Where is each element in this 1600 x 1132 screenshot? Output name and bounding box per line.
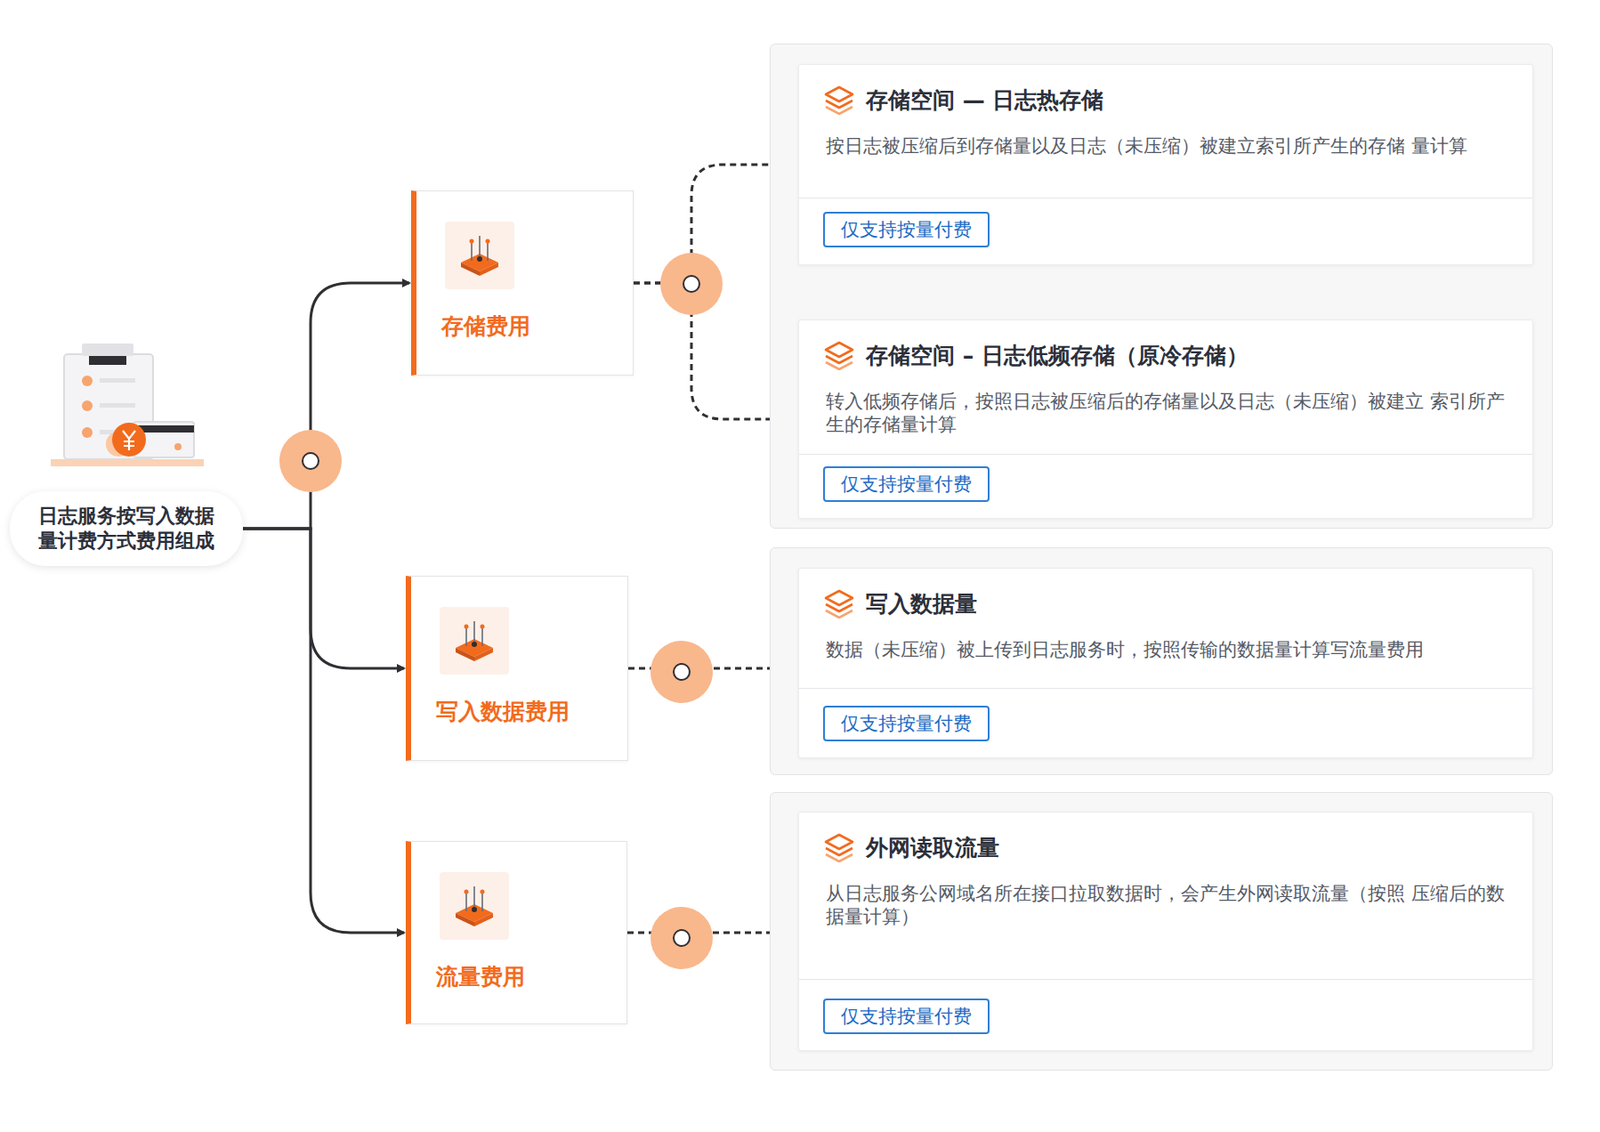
category-title: 存储费用 [441,311,531,341]
category-box: 存储费用 [411,190,634,376]
badge-text: 仅支持按量付费 [840,711,972,736]
fee-card: 存储空间 — 日志热存储按日志被压缩后到存储量以及日志（未压缩）被建立索引所产生… [798,64,1534,266]
category-box: 写入数据费用 [405,575,629,761]
connector [242,282,410,529]
card-heading: 存储空间 — 日志热存储 [823,84,1104,115]
heading-text: 存储空间 – 日志低频存储（原冷存储） [865,340,1249,371]
billing-badge: 仅支持按量付费 [823,211,990,248]
layers-icon [823,832,856,863]
fee-card: 写入数据量数据（未压缩）被上传到日志服务时，按照传输的数据量计算写流量费用仅支持… [798,567,1534,759]
card-heading: 写入数据量 [823,588,978,619]
divider-line [799,197,1533,199]
root-text: 日志服务按写入数据 量计费方式费用组成 [29,503,224,554]
billing-badge: 仅支持按量付费 [823,998,990,1035]
card-body: 转入低频存储后，按照日志被压缩后的存储量以及日志（未压缩）被建立 索引所产生的存… [825,389,1506,437]
layers-icon [823,588,856,619]
divider-line [799,453,1533,455]
heading-text: 存储空间 — 日志热存储 [865,85,1104,115]
card-heading: 存储空间 – 日志低频存储（原冷存储） [823,339,1249,371]
category-icon [444,221,515,290]
layers-icon [823,339,856,371]
card-body: 从日志服务公网域名所在接口拉取数据时，会产生外网读取流量（按照 压缩后的数据量计… [825,881,1506,929]
heading-text: 写入数据量 [865,589,978,619]
connector [242,528,405,669]
billing-illustration [50,343,204,467]
category-title: 写入数据费用 [436,696,570,727]
heading-text: 外网读取流量 [865,832,1000,863]
divider-line [799,687,1533,689]
root-label: 日志服务按写入数据 量计费方式费用组成 [9,491,243,566]
billing-badge: 仅支持按量付费 [823,466,990,502]
layers-icon [823,84,856,115]
category-box: 流量费用 [405,840,628,1025]
card-body: 按日志被压缩后到存储量以及日志（未压缩）被建立索引所产生的存储 量计算 [825,134,1506,158]
divider-line [799,978,1533,980]
category-icon [439,606,510,675]
category-title: 流量费用 [436,961,526,992]
category-icon [439,872,510,940]
card-body: 数据（未压缩）被上传到日志服务时，按照传输的数据量计算写流量费用 [825,638,1506,662]
billing-badge: 仅支持按量付费 [823,705,990,742]
badge-text: 仅支持按量付费 [840,1003,972,1029]
card-heading: 外网读取流量 [823,832,1000,863]
badge-text: 仅支持按量付费 [840,471,972,497]
fee-card: 外网读取流量从日志服务公网域名所在接口拉取数据时，会产生外网读取流量（按照 压缩… [798,811,1534,1051]
badge-text: 仅支持按量付费 [840,217,972,243]
connector [242,528,405,933]
fee-card: 存储空间 – 日志低频存储（原冷存储） 转入低频存储后，按照日志被压缩后的存储量以… [798,319,1534,519]
